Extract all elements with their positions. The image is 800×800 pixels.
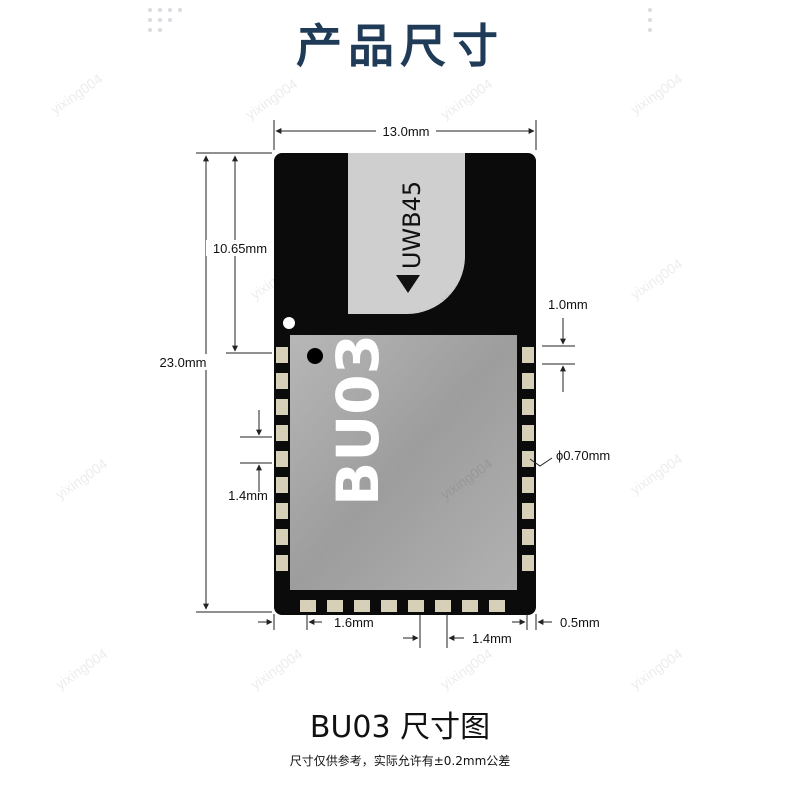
- watermark: yixing004: [53, 645, 111, 692]
- watermark: yixing004: [243, 75, 301, 122]
- chip-label: BU03: [324, 334, 392, 506]
- antenna-arrow-icon: [396, 275, 420, 293]
- dot-pattern-decoration: [148, 8, 652, 32]
- shield-orientation-dot: [307, 348, 323, 364]
- antenna-area: [348, 153, 465, 314]
- watermark: yixing004: [438, 645, 496, 692]
- bottom-margin-label: 1.6mm: [334, 615, 374, 630]
- watermark: yixing004: [628, 70, 686, 117]
- diagram-caption: BU03 尺寸图: [309, 710, 491, 745]
- page-title: 产品尺寸: [296, 19, 504, 73]
- watermark: yixing004: [53, 455, 111, 502]
- watermark: yixing004: [628, 450, 686, 497]
- watermark: yixing004: [48, 70, 106, 117]
- watermark: yixing004: [248, 645, 306, 692]
- antenna-height-label: 10.65mm: [213, 241, 267, 256]
- edge-label: 0.5mm: [560, 615, 600, 630]
- watermark: yixing004: [628, 645, 686, 692]
- antenna-label: UWB45: [398, 181, 426, 269]
- pad-length-label: 1.0mm: [548, 297, 588, 312]
- pad-diameter-leader: [529, 457, 553, 467]
- tolerance-note: 尺寸仅供参考，实际允许有±0.2mm公差: [289, 754, 511, 768]
- watermark: yixing004: [438, 75, 496, 122]
- right-pads: [522, 347, 534, 571]
- pad-diameter-label: ϕ0.70mm: [556, 448, 610, 463]
- shield-can: [290, 335, 517, 590]
- bottom-pitch-label: 1.4mm: [472, 631, 512, 646]
- pin1-marker: [283, 317, 295, 329]
- bottom-pads: [300, 600, 505, 612]
- side-pitch-label: 1.4mm: [228, 488, 268, 503]
- height-label: 23.0mm: [160, 355, 207, 370]
- width-label: 13.0mm: [383, 124, 430, 139]
- watermark: yixing004: [628, 255, 686, 302]
- left-pads: [276, 347, 288, 571]
